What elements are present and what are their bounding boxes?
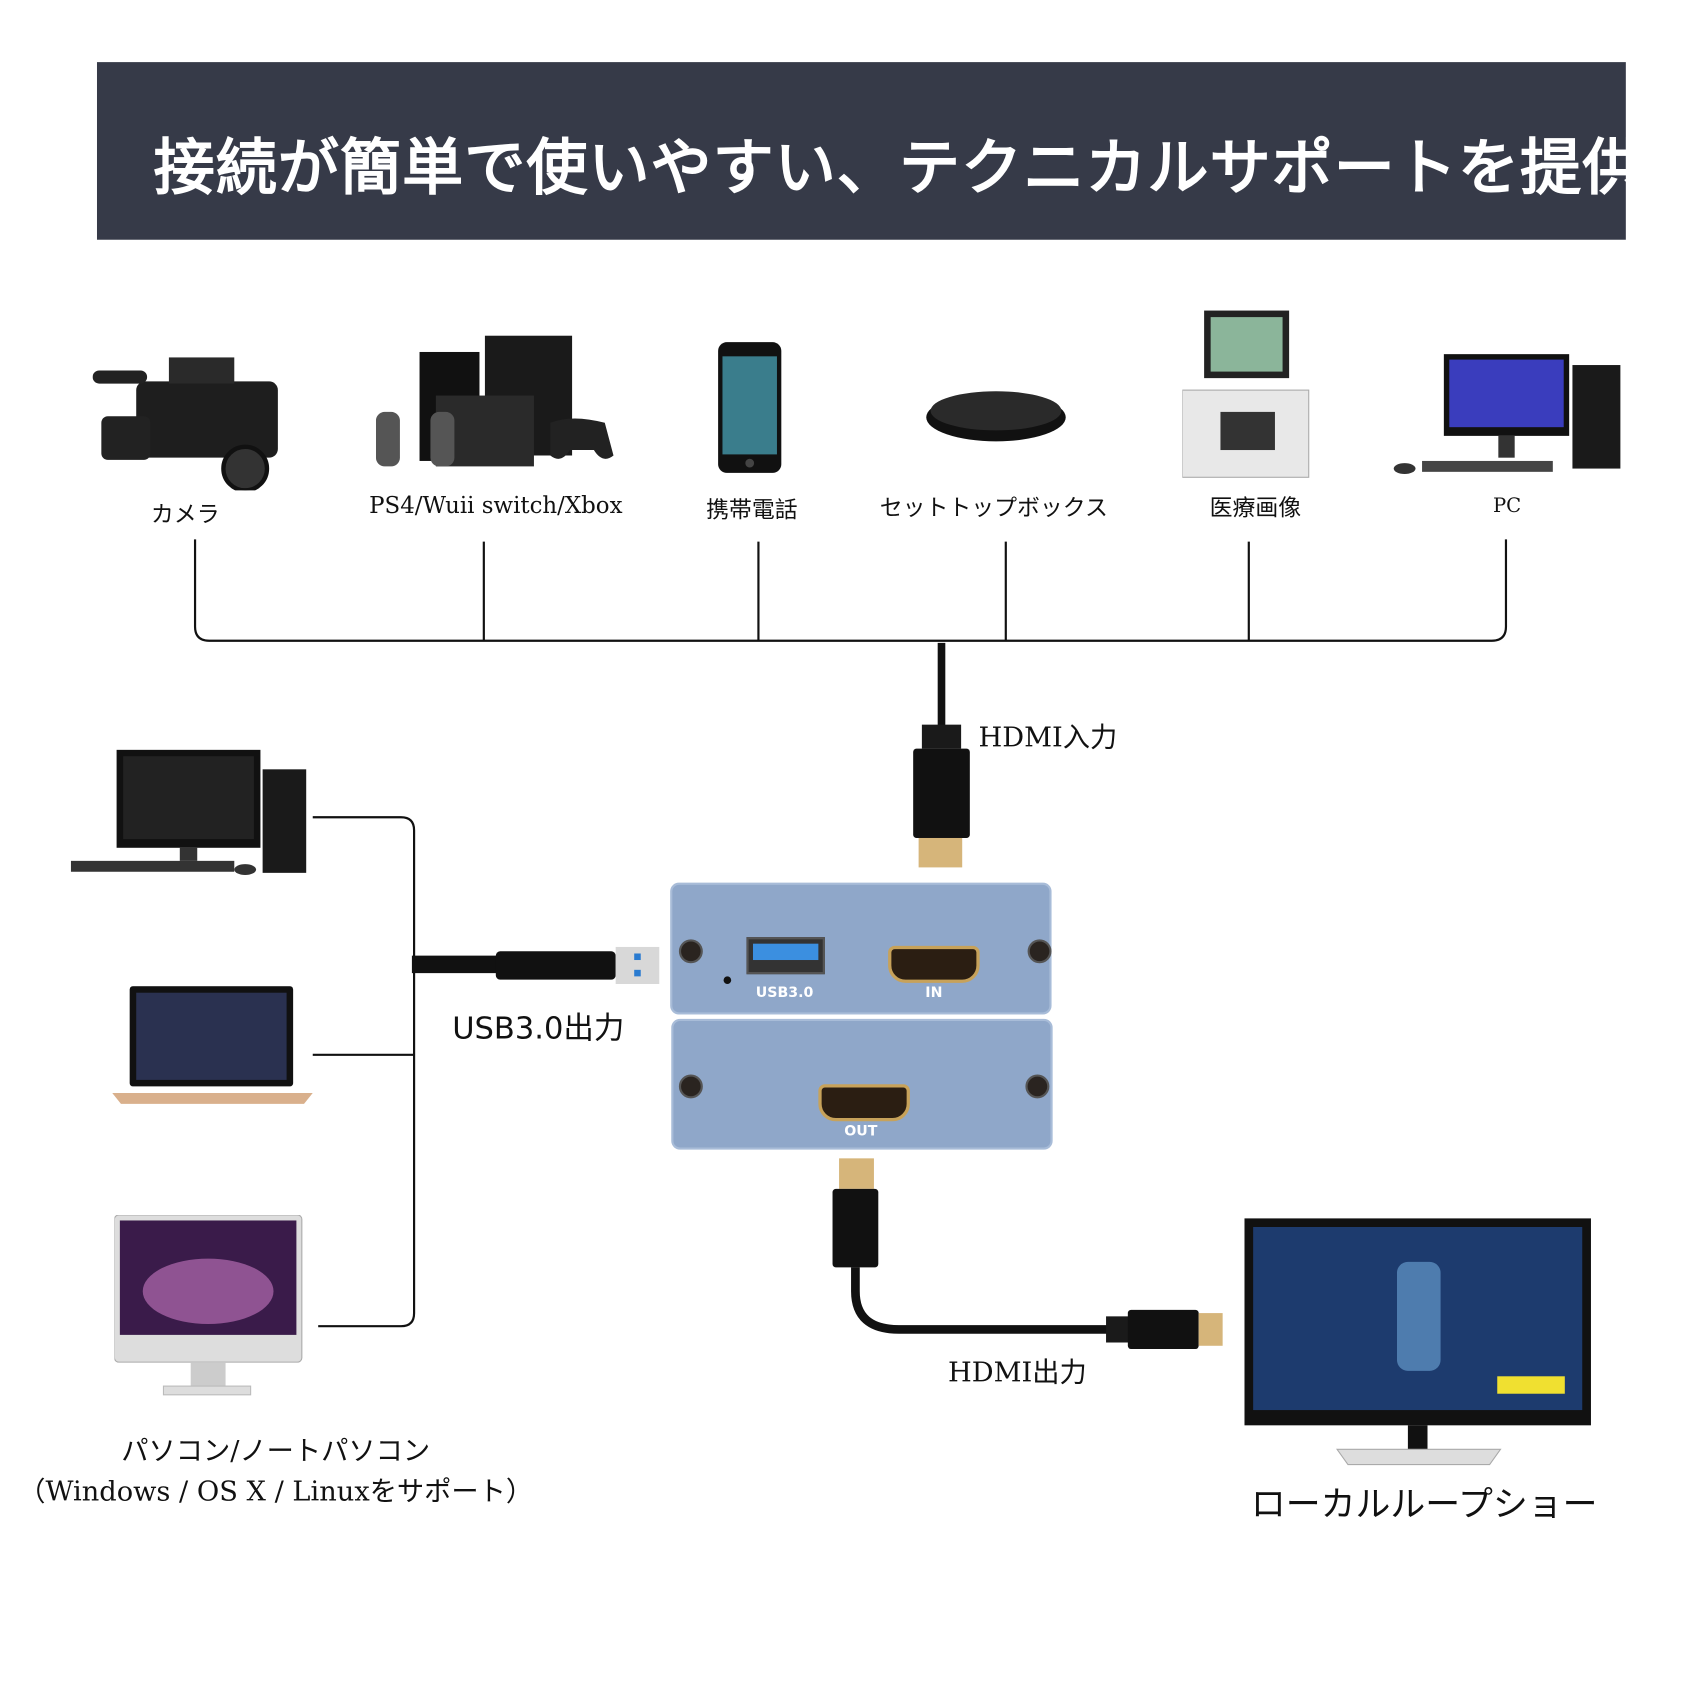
device-top-panel: USB3.0 IN <box>670 882 1052 1015</box>
desktop-pc-icon <box>70 749 307 876</box>
usb-port <box>746 937 825 975</box>
source-label-medical: 医療画像 <box>1209 494 1302 521</box>
title-banner: 接続が簡単で使いやすい、テクニカルサポートを提供 <box>96 62 1643 240</box>
source-label-camera: カメラ <box>150 501 220 528</box>
computers-label: パソコン/ノートパソコン <box>121 1435 431 1467</box>
set-top-box-icon <box>926 391 1066 442</box>
usb-port-label: USB3.0 <box>755 985 814 1002</box>
source-label-phone: 携帯電話 <box>706 496 798 524</box>
hdmi-in-port <box>888 945 980 983</box>
screw-icon <box>1027 939 1052 964</box>
video-camera-icon <box>92 357 278 491</box>
laptop-icon <box>112 986 313 1104</box>
usb-connector-bracket <box>312 816 660 1328</box>
in-port-label: IN <box>925 985 943 1002</box>
imac-icon <box>114 1215 303 1396</box>
hdmi-in-plug <box>913 724 970 868</box>
led-indicator <box>723 976 732 984</box>
monitor-icon <box>1244 1218 1591 1466</box>
smartphone-icon <box>718 342 782 473</box>
medical-imaging-icon <box>1182 310 1310 478</box>
screw-icon <box>1025 1074 1050 1099</box>
hdmi-out-port <box>818 1084 910 1122</box>
source-label-pc: PC <box>1492 494 1522 518</box>
out-port-label: OUT <box>844 1123 878 1140</box>
computers-os-label: （Windows / OS X / Linuxをサポート） <box>18 1475 534 1508</box>
hdmi-out-cable <box>832 1158 1223 1350</box>
source-label-console: PS4/Wuii switch/Xbox <box>369 492 623 519</box>
source-label-stb: セットトップボックス <box>879 494 1108 521</box>
monitor-label: ローカルループショー <box>1250 1483 1598 1525</box>
banner-title: 接続が簡単で使いやすい、テクニカルサポートを提供 <box>153 131 1645 204</box>
usb-out-label: USB3.0出力 <box>452 1010 625 1047</box>
screw-icon <box>678 939 703 964</box>
hdmi-in-label: HDMI入力 <box>978 721 1118 753</box>
screw-icon <box>678 1074 703 1099</box>
device-bottom-panel: OUT <box>671 1018 1053 1150</box>
source-connector-bracket <box>193 539 1508 868</box>
hdmi-out-label: HDMI出力 <box>948 1356 1087 1389</box>
desktop-pc-icon <box>1393 354 1621 475</box>
game-console-icon <box>375 335 614 467</box>
